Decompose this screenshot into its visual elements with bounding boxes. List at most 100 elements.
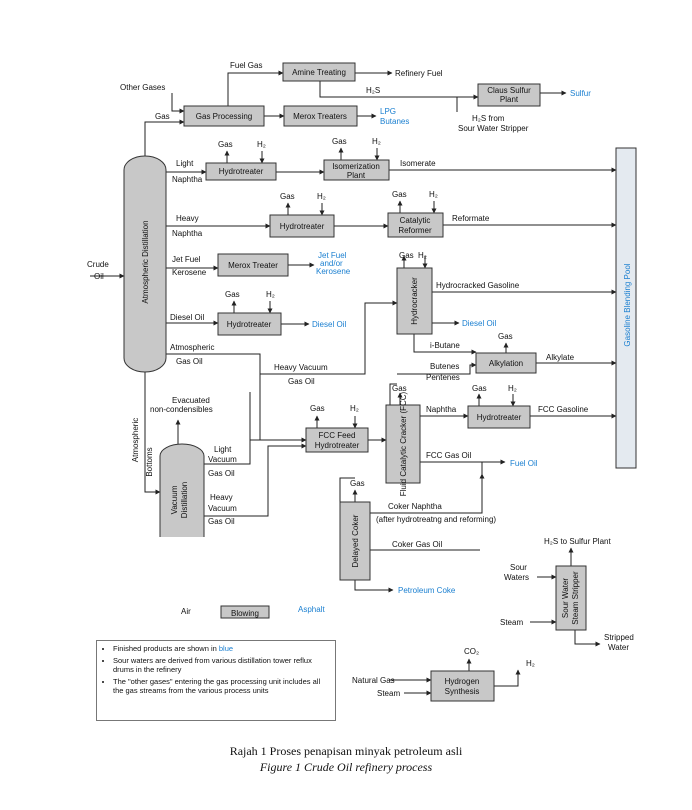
lvgo-label-1: Light xyxy=(214,445,232,454)
crude-label-2: Oil xyxy=(94,272,104,281)
blowing-unit: Blowing xyxy=(220,605,270,619)
h2s-from-label-1: H₂S from xyxy=(472,114,505,123)
hydrocracker-unit: Hydrocracker xyxy=(396,267,433,335)
sulfur-product: Sulfur xyxy=(570,89,591,98)
hydrotreater-fcc-naphtha: Hydrotreater xyxy=(467,405,531,429)
jet-fuel-product-2: and/or xyxy=(320,259,343,268)
gas-label-alk: Gas xyxy=(498,332,513,341)
hydrotreater-diesel: Hydrotreater xyxy=(217,312,282,336)
hvgo2-label-3: Gas Oil xyxy=(208,517,235,526)
jet-fuel-label-2: Kerosene xyxy=(172,268,207,277)
hydrotreater-label-4: Hydrotreater xyxy=(477,413,522,422)
hvgo-label-2: Gas Oil xyxy=(288,377,315,386)
air-label: Air xyxy=(181,607,191,616)
jet-fuel-product-3: Kerosene xyxy=(316,267,351,276)
light-naphtha-label-2: Naphtha xyxy=(172,175,203,184)
sour-waters-label-1: Sour xyxy=(510,563,527,572)
gas-label-hc: Gas xyxy=(399,251,414,260)
diesel-oil-product-1: Diesel Oil xyxy=(312,320,346,329)
butenes-label: Butenes xyxy=(430,362,459,371)
steam-label-sws: Steam xyxy=(500,618,523,627)
alkylate-label: Alkylate xyxy=(546,353,575,362)
lpg-product: LPG xyxy=(380,107,396,116)
atm-bottoms-label-1: Atmospheric xyxy=(131,418,140,462)
delayed-coker-unit: Delayed Coker xyxy=(339,501,371,581)
co2-label: CO₂ xyxy=(464,647,479,656)
h2-label-hs: H₂ xyxy=(526,659,535,668)
caption-english: Figure 1 Crude Oil refinery process xyxy=(259,760,433,774)
butanes-product: Butanes xyxy=(380,117,409,126)
sws-label-2: Steam Stripper xyxy=(571,571,580,625)
claus-label-1: Claus Sulfur xyxy=(487,86,531,95)
hydrogen-synthesis-label-2: Synthesis xyxy=(445,687,480,696)
merox-treater-label: Merox Treater xyxy=(228,261,278,270)
isomerization-plant-unit: Isomerization Plant xyxy=(323,159,390,181)
legend-item-3: The "other gases" entering the gas proce… xyxy=(113,677,329,695)
hydrotreater-label-1: Hydrotreater xyxy=(219,167,264,176)
heavy-naphtha-label-1: Heavy xyxy=(176,214,199,223)
fcc-gas-oil-label: FCC Gas Oil xyxy=(426,451,472,460)
hydrotreater-heavy-naphtha: Hydrotreater xyxy=(269,214,335,238)
hvgo2-label-1: Heavy xyxy=(210,493,233,502)
coker-naphtha-label: Coker Naphtha xyxy=(388,502,442,511)
legend-item-1-text: Finished products are shown in xyxy=(113,644,219,653)
fcc-label: Fluid Catalytic Cracker (FCC) xyxy=(399,391,408,496)
fcc-unit: Fluid Catalytic Cracker (FCC) xyxy=(385,391,421,496)
heavy-naphtha-label-2: Naphtha xyxy=(172,229,203,238)
gas-label-fccf: Gas xyxy=(310,404,325,413)
atm-gas-oil-label-2: Gas Oil xyxy=(176,357,203,366)
flow-lines xyxy=(90,70,617,696)
caption-malay: Rajah 1 Proses penapisan minyak petroleu… xyxy=(229,744,463,758)
reformer-label-1: Catalytic xyxy=(400,216,431,225)
gasoline-blending-pool: Gasoline Blending Pool xyxy=(615,147,637,469)
naphtha-label: Naphtha xyxy=(426,405,457,414)
hydrotreater-label-2: Hydrotreater xyxy=(280,222,325,231)
merox-treaters-unit: Merox Treaters xyxy=(283,105,358,127)
blowing-label: Blowing xyxy=(231,609,259,618)
h2-label-ht1: H₂ xyxy=(257,140,266,149)
h2-label-hc: H₂ xyxy=(418,251,427,260)
h2s-to-sulfur-label: H₂S to Sulfur Plant xyxy=(544,537,611,546)
atm-bottoms-label-2: Bottoms xyxy=(145,447,154,476)
atmospheric-distillation-column: Atmospheric Distillation xyxy=(123,155,167,373)
claus-label-2: Plant xyxy=(500,95,519,104)
gas-label-ht2: Gas xyxy=(280,192,295,201)
hydrogen-synthesis-label-1: Hydrogen xyxy=(445,677,480,686)
hvgo2-label-2: Vacuum xyxy=(208,504,237,513)
hydrocracker-label: Hydrocracker xyxy=(410,277,419,325)
stripped-water-label-2: Water xyxy=(608,643,629,652)
legend-item-2: Sour waters are derived from various dis… xyxy=(113,656,329,674)
gas-label-fcc: Gas xyxy=(392,384,407,393)
isomerization-label-1: Isomerization xyxy=(332,162,380,171)
diesel-oil-product-2: Diesel Oil xyxy=(462,319,496,328)
diesel-oil-feed-label: Diesel Oil xyxy=(170,313,204,322)
reformate-label: Reformate xyxy=(452,214,490,223)
evacuated-label-2: non-condensibles xyxy=(150,405,213,414)
h2-label-ht2: H₂ xyxy=(317,192,326,201)
gas-processing-unit: Gas Processing xyxy=(183,105,265,127)
claus-sulfur-plant-unit: Claus Sulfur Plant xyxy=(477,83,541,107)
atmospheric-distillation-label: Atmospheric Distillation xyxy=(141,220,150,303)
hydrocracked-gasoline-label: Hydrocracked Gasoline xyxy=(436,281,520,290)
catalytic-reformer-unit: Catalytic Reformer xyxy=(387,212,444,238)
natural-gas-label: Natural Gas xyxy=(352,676,395,685)
reformer-label-2: Reformer xyxy=(398,226,432,235)
gas-processing-label: Gas Processing xyxy=(196,112,252,121)
h2-label-ht3: H₂ xyxy=(266,290,275,299)
hydrogen-synthesis-unit: Hydrogen Synthesis xyxy=(430,670,495,702)
hvgo-label-1: Heavy Vacuum xyxy=(274,363,328,372)
legend-item-1: Finished products are shown in blue xyxy=(113,644,329,653)
h2-label-iso: H₂ xyxy=(372,137,381,146)
gas-label-iso: Gas xyxy=(332,137,347,146)
after-hydrotreating-label: (after hydrotreatng and reforming) xyxy=(376,515,496,524)
coker-gas-oil-label: Coker Gas Oil xyxy=(392,540,442,549)
h2-label-fccf: H₂ xyxy=(350,404,359,413)
fcc-feed-hydrotreater-unit: FCC Feed Hydrotreater xyxy=(305,427,369,453)
pentenes-label: Pentenes xyxy=(426,373,460,382)
gas-label-ht4: Gas xyxy=(472,384,487,393)
legend-item-1-blue: blue xyxy=(218,644,234,653)
lvgo-label-2: Vacuum xyxy=(208,455,237,464)
evacuated-label-1: Evacuated xyxy=(172,396,210,405)
stripped-water-label-1: Stripped xyxy=(604,633,634,642)
